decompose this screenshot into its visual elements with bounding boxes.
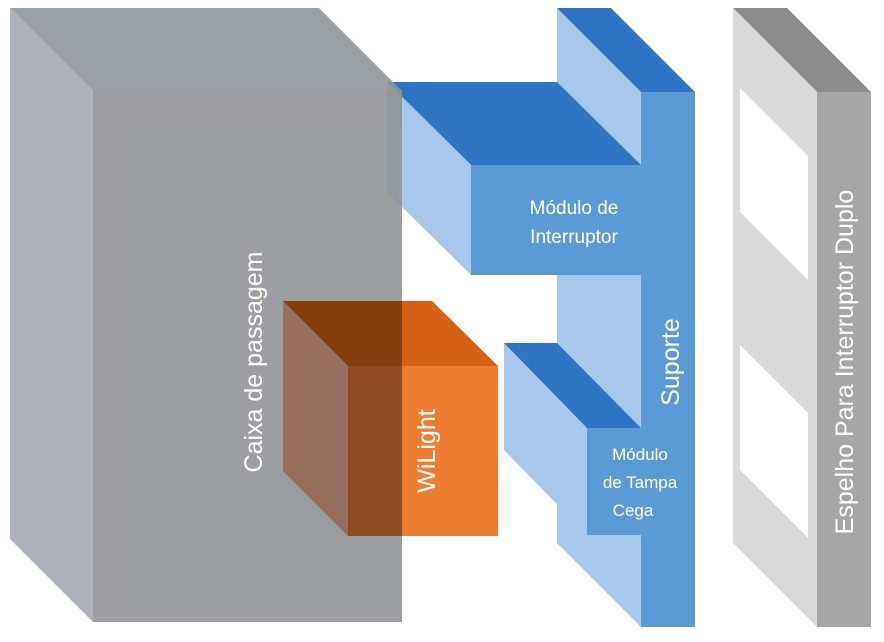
espelho-label: Espelho Para Interruptor Duplo (831, 190, 859, 535)
espelho-plate (733, 8, 871, 627)
modulo-interruptor (387, 82, 641, 275)
modulo-tampa-front (587, 428, 641, 535)
wilight-device (283, 301, 498, 536)
suporte-label: Suporte (657, 318, 685, 406)
modulo-tampa-side (504, 343, 587, 535)
modulo-tampa-cega (504, 343, 641, 535)
tampa-cega-label-1: Módulo (612, 445, 668, 464)
caixa-de-passagem (10, 8, 402, 622)
espelho-opening-lower (740, 345, 808, 538)
wilight-front-outside (402, 366, 498, 536)
caixa-label: Caixa de passagem (240, 252, 268, 473)
modulo-interruptor-label-2: Interruptor (530, 227, 618, 248)
caixa-side-face (10, 8, 93, 622)
modulo-interruptor-top (387, 82, 641, 165)
wilight-top-inside (283, 301, 402, 366)
tampa-cega-label-3: Cega (613, 501, 654, 520)
espelho-opening-upper (740, 88, 808, 280)
modulo-interruptor-front (471, 165, 641, 275)
caixa-top-face (10, 8, 402, 91)
wilight-side-inside (283, 301, 348, 536)
espelho-top-face (733, 8, 871, 92)
tampa-cega-label-2: de Tampa (603, 473, 678, 492)
espelho-front-face (817, 92, 871, 627)
wilight-front-inside (348, 366, 402, 536)
modulo-tampa-top (504, 343, 641, 428)
modulo-interruptor-label-1: Módulo de (530, 198, 619, 219)
suporte-bracket (387, 8, 695, 627)
suporte-front-face (641, 92, 695, 627)
modulo-interruptor-side (387, 82, 471, 275)
wilight-label: WiLight (413, 409, 441, 492)
suporte-top-face (557, 8, 695, 92)
wilight-top-outside (402, 301, 498, 366)
